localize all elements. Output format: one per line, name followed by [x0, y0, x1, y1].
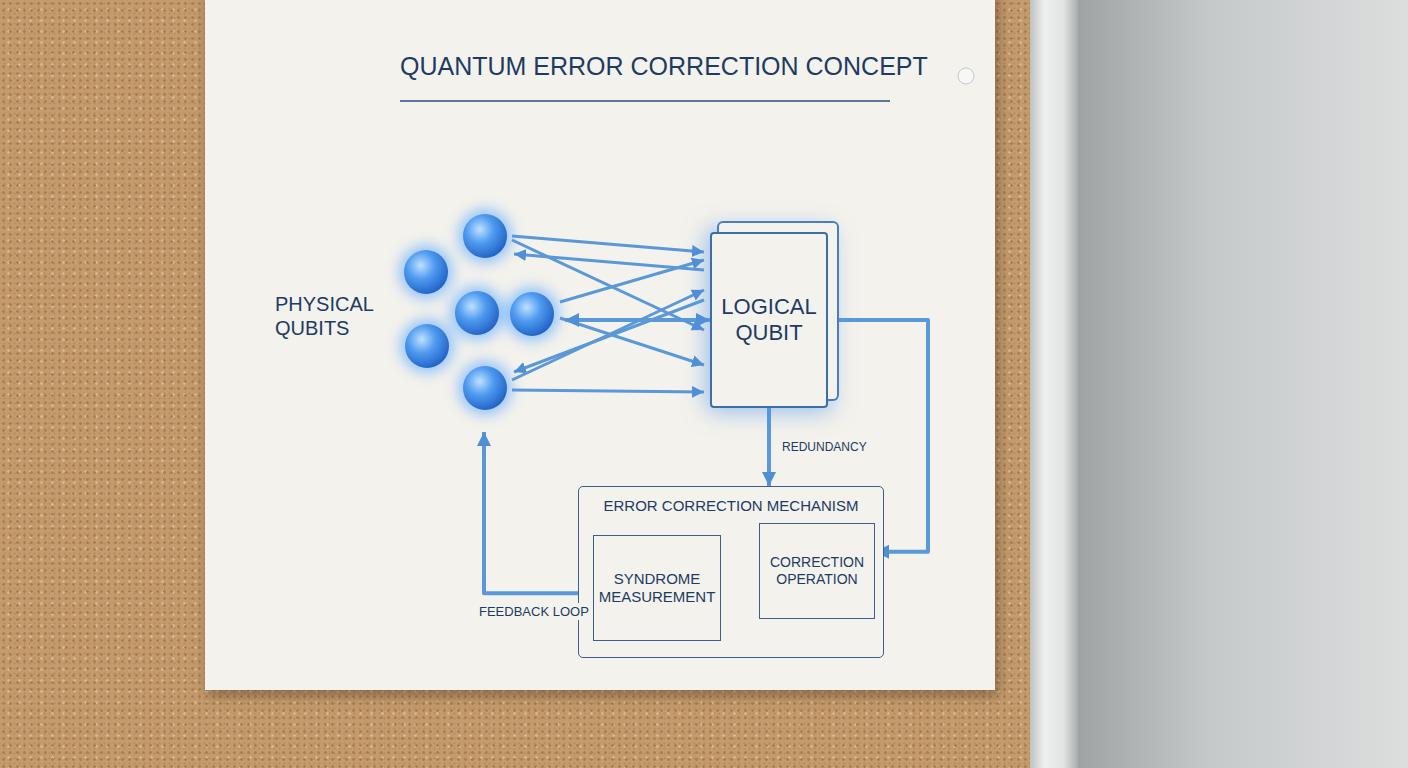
diagram-title: QUANTUM ERROR CORRECTION CONCEPT	[400, 52, 928, 81]
logical-qubit-box: LOGICAL QUBIT	[710, 232, 828, 408]
node-text: PHYSICAL QUBITS	[275, 292, 387, 340]
edge-label: REDUNDANCY	[779, 439, 870, 455]
connector-arrow	[565, 318, 710, 322]
qubit-group: PHYSICAL QUBITS	[275, 200, 565, 432]
title-rule	[400, 100, 890, 102]
node-text: SYNDROME MEASUREMENT	[599, 570, 716, 606]
connector-arrow	[767, 408, 771, 486]
process-box: SYNDROME MEASUREMENT	[593, 535, 721, 641]
process-box: CORRECTION OPERATION	[759, 523, 875, 619]
qubit-glow	[399, 209, 559, 415]
qubit-spheres	[404, 214, 554, 410]
wall	[1078, 0, 1408, 768]
connector-arrow	[484, 432, 593, 593]
board-frame	[1030, 0, 1078, 768]
node-text: ERROR CORRECTION MECHANISM	[587, 497, 875, 515]
node-text: CORRECTION OPERATION	[766, 554, 868, 588]
node-text: LOGICAL QUBIT	[720, 294, 818, 347]
mechanism-box: ERROR CORRECTION MECHANISM SYNDROME MEASU…	[578, 486, 884, 658]
push-pin	[958, 68, 974, 84]
edge-label: FEEDBACK LOOP	[476, 603, 592, 620]
